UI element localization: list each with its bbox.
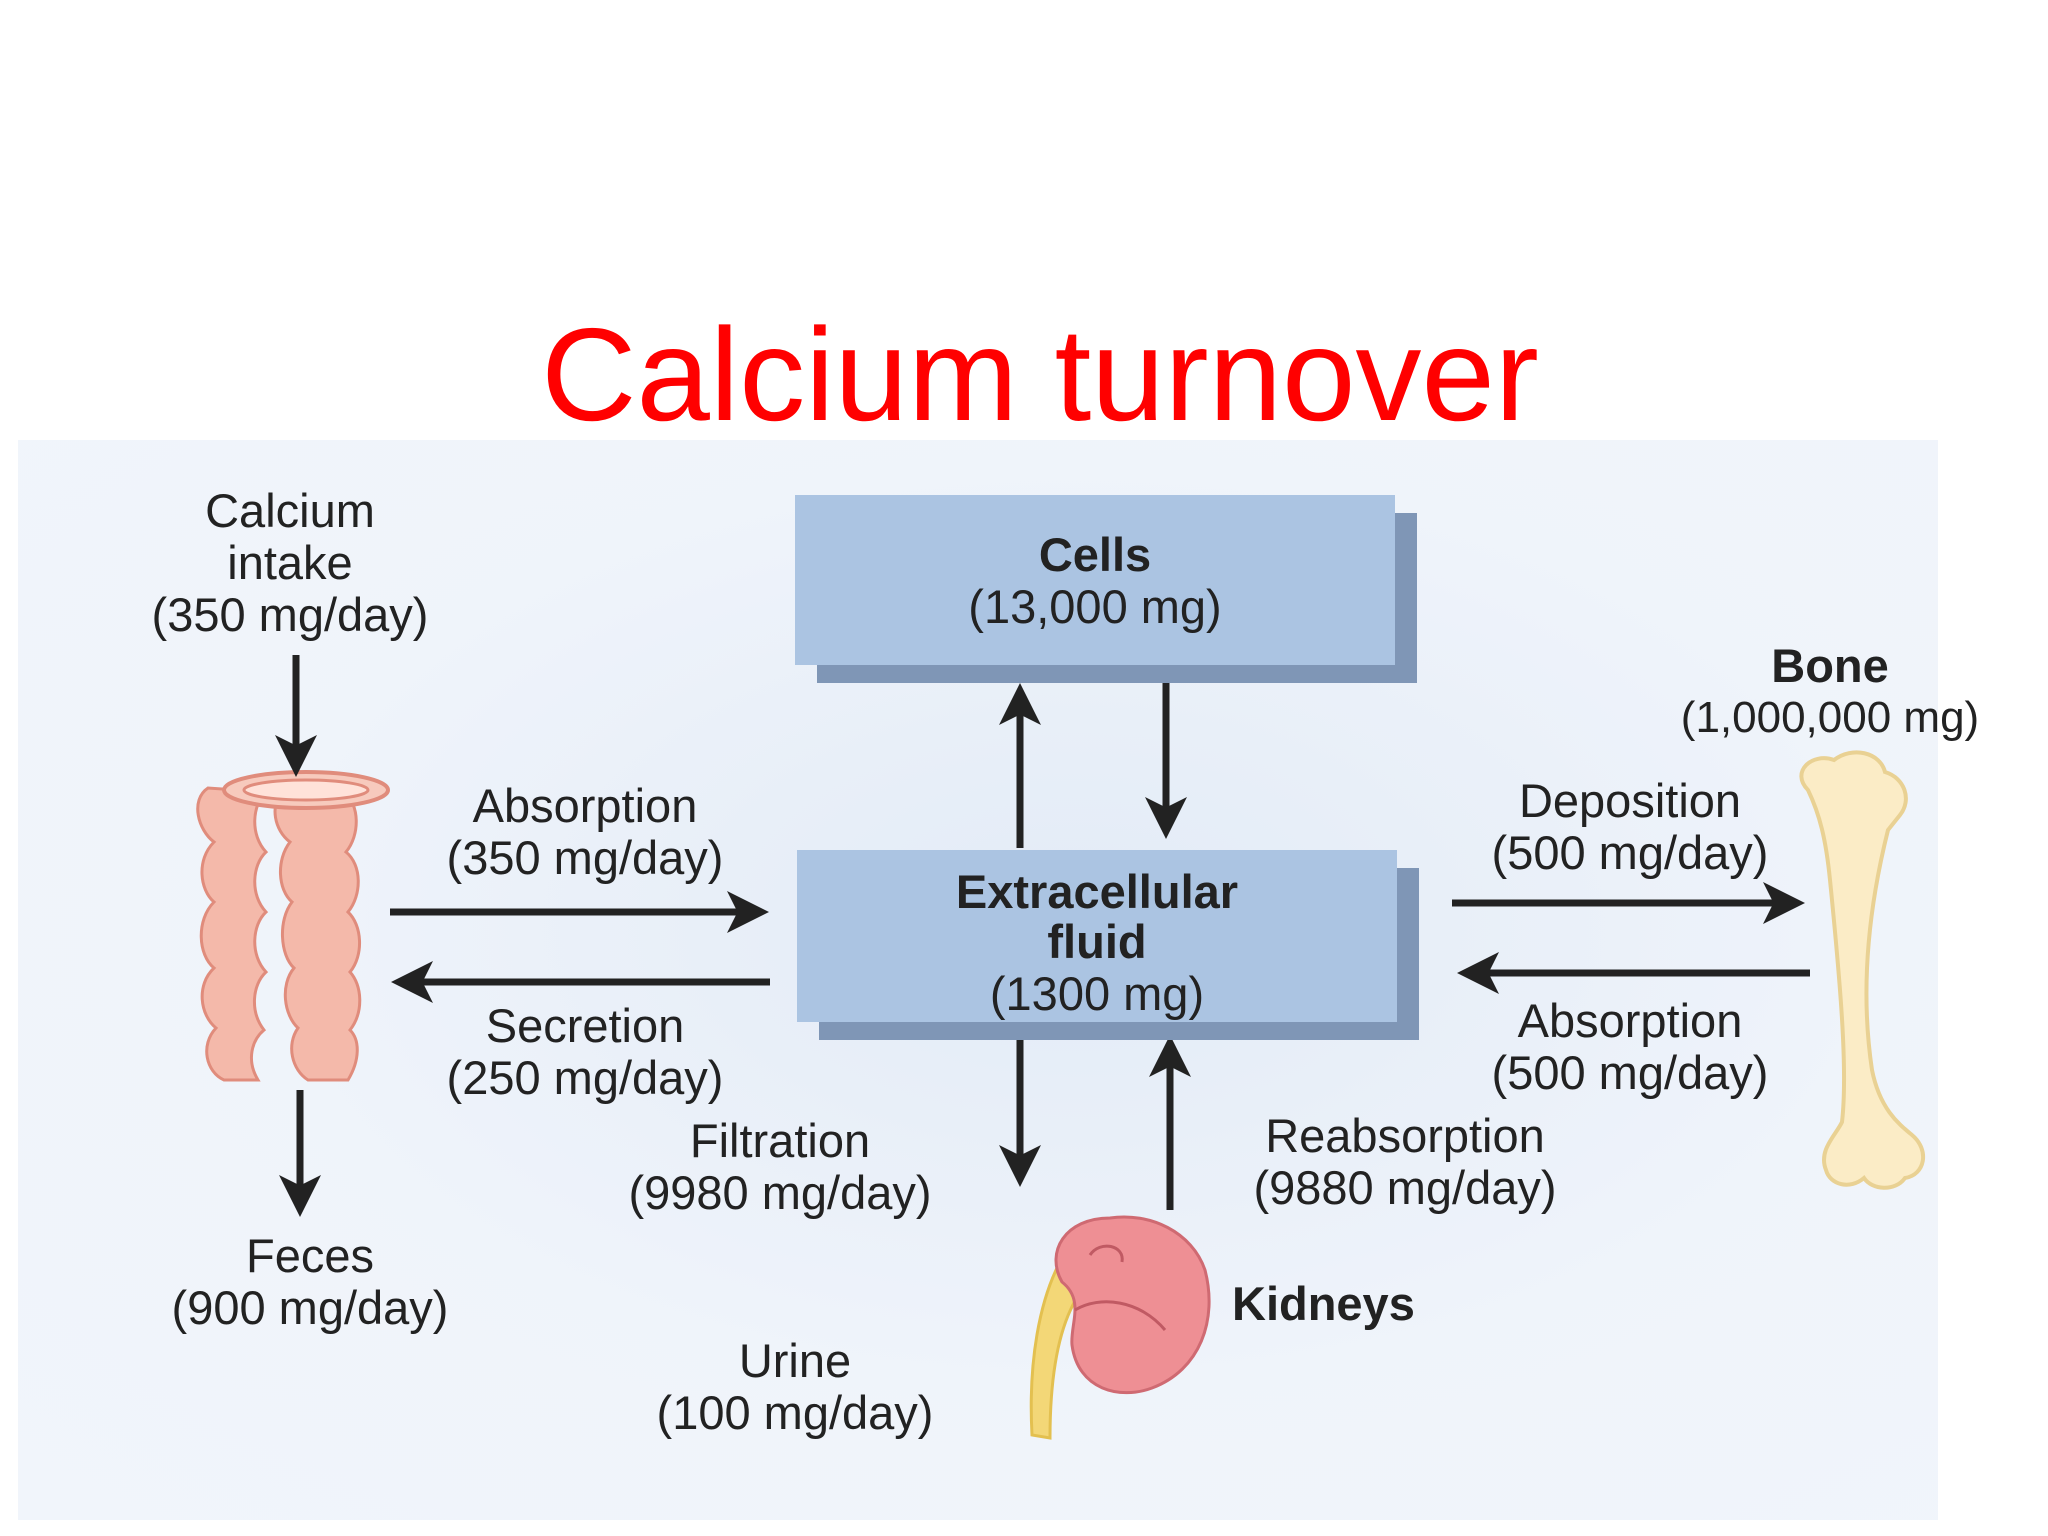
page-title: Calcium turnover [541, 301, 1539, 448]
extracellular-fluid-box: Extracellular fluid (1300 mg) [797, 850, 1397, 1022]
kidney-icon [1029, 1215, 1211, 1440]
ecf-name-line2: fluid [1047, 915, 1147, 968]
gut-absorption-label: Absorption (350 mg/day) [446, 779, 724, 884]
feces-label: Feces (900 mg/day) [171, 1229, 449, 1334]
flow-arrows [275, 655, 1810, 1217]
cells-box: Cells (13,000 mg) [795, 495, 1395, 665]
intestine-icon [196, 770, 390, 1082]
filtration-label: Filtration (9980 mg/day) [628, 1114, 932, 1219]
bone-label: Bone (1,000,000 mg) [1680, 639, 1980, 743]
urine-label: Urine (100 mg/day) [656, 1334, 934, 1439]
ecf-amount: (1300 mg) [989, 967, 1205, 1020]
bone-absorption-label: Absorption (500 mg/day) [1491, 994, 1769, 1099]
kidneys-label: Kidneys [1232, 1277, 1415, 1330]
intake-label: Calcium intake (350 mg/day) [151, 484, 429, 641]
bone-icon [1799, 750, 1926, 1190]
cells-amount: (13,000 mg) [968, 580, 1222, 633]
cells-name: Cells [1038, 528, 1152, 581]
ecf-name-line1: Extracellular [955, 865, 1239, 918]
deposition-label: Deposition (500 mg/day) [1491, 774, 1769, 879]
secretion-label: Secretion (250 mg/day) [446, 999, 724, 1104]
reabsorption-label: Reabsorption (9880 mg/day) [1253, 1109, 1557, 1214]
